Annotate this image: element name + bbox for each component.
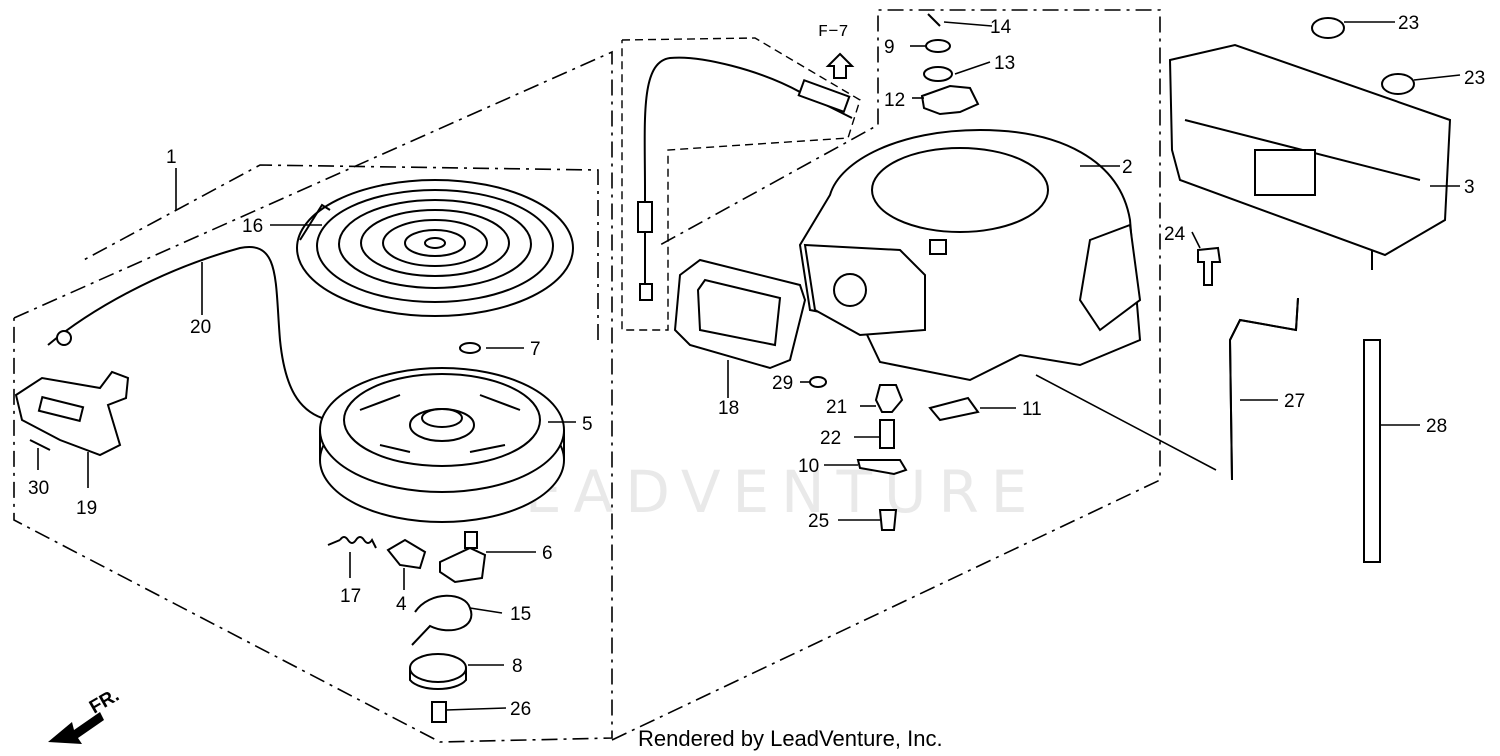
- callout-30: 30: [28, 478, 49, 499]
- air-guide: [673, 258, 807, 370]
- stop-arm: [920, 84, 980, 116]
- watermark-text: LEADVENTURE: [481, 458, 1040, 526]
- callout-22: 22: [820, 428, 841, 449]
- cable-clamp: [637, 201, 653, 233]
- leader-lines: [37, 21, 1461, 711]
- footer-credit: Rendered by LeadVenture, Inc.: [638, 726, 943, 751]
- front-arrow-icon: [48, 712, 104, 744]
- link-plate: [856, 459, 908, 476]
- shroud: [1168, 43, 1452, 270]
- front-label: FR.: [86, 685, 123, 718]
- callout-8: 8: [512, 656, 523, 677]
- callout-2: 2: [1122, 157, 1133, 178]
- flange-bolt: [878, 509, 898, 531]
- callout-3: 3: [1464, 177, 1475, 198]
- washer: [925, 39, 951, 53]
- up-arrow-icon: [825, 52, 855, 79]
- setting-bolt: [431, 701, 447, 723]
- pin: [927, 13, 941, 27]
- stop-spring: [923, 66, 953, 82]
- direction-mark: F−7: [818, 23, 849, 42]
- ratchet-pin: [464, 531, 478, 549]
- callout-23a: 23: [1398, 13, 1419, 34]
- grommet-2: [1381, 73, 1415, 95]
- callout-17: 17: [340, 586, 361, 607]
- starter-rope: [47, 245, 323, 419]
- starter-handle: [14, 370, 130, 457]
- callout-7: 7: [530, 339, 541, 360]
- callout-15: 15: [510, 604, 531, 625]
- callout-12: 12: [884, 90, 905, 111]
- lever: [928, 396, 980, 422]
- rope-knot: [56, 330, 72, 346]
- cable-spring: [797, 78, 851, 114]
- callout-13: 13: [994, 53, 1015, 74]
- callout-24: 24: [1164, 224, 1186, 245]
- callout-20: 20: [190, 317, 211, 338]
- callout-9: 9: [884, 37, 895, 58]
- control-cable: [643, 56, 853, 290]
- callout-28: 28: [1426, 416, 1447, 437]
- callout-18: 18: [718, 398, 739, 419]
- shroud-bolt: [1197, 246, 1222, 286]
- callout-14: 14: [990, 17, 1012, 38]
- callout-26: 26: [510, 699, 531, 720]
- grommet-1: [1311, 17, 1345, 39]
- friction-spring: [411, 594, 473, 646]
- fan-cover: [798, 128, 1142, 382]
- callout-1: 1: [166, 147, 177, 168]
- callout-5: 5: [582, 414, 593, 435]
- recoil-spring: [296, 179, 574, 317]
- friction-plate: [409, 653, 467, 683]
- straight-tube: [1363, 339, 1381, 563]
- nut-29: [809, 376, 827, 388]
- reel-nut: [459, 342, 481, 354]
- handle-pin: [29, 439, 51, 451]
- callout-10: 10: [798, 456, 819, 477]
- collar: [874, 384, 904, 413]
- callout-labels: 1 2 3 4 5 6 7 8 9 10 11 12 13 14 15 16 1…: [28, 13, 1485, 720]
- callout-19: 19: [76, 498, 97, 519]
- callout-16: 16: [242, 216, 263, 237]
- ratchet: [439, 546, 487, 584]
- callout-23b: 23: [1464, 68, 1485, 89]
- assembly-outline: [13, 9, 1161, 743]
- callout-6: 6: [542, 543, 553, 564]
- callout-27: 27: [1284, 391, 1305, 412]
- spacer: [879, 419, 895, 449]
- callout-29: 29: [772, 373, 793, 394]
- callout-4: 4: [396, 594, 407, 615]
- callout-21: 21: [826, 397, 847, 418]
- callout-11: 11: [1022, 399, 1042, 420]
- starter-reel: [319, 367, 565, 523]
- callout-25: 25: [808, 511, 829, 532]
- ratchet-spring: [327, 536, 377, 549]
- cable-end: [639, 283, 653, 301]
- friction-clip: [386, 538, 427, 570]
